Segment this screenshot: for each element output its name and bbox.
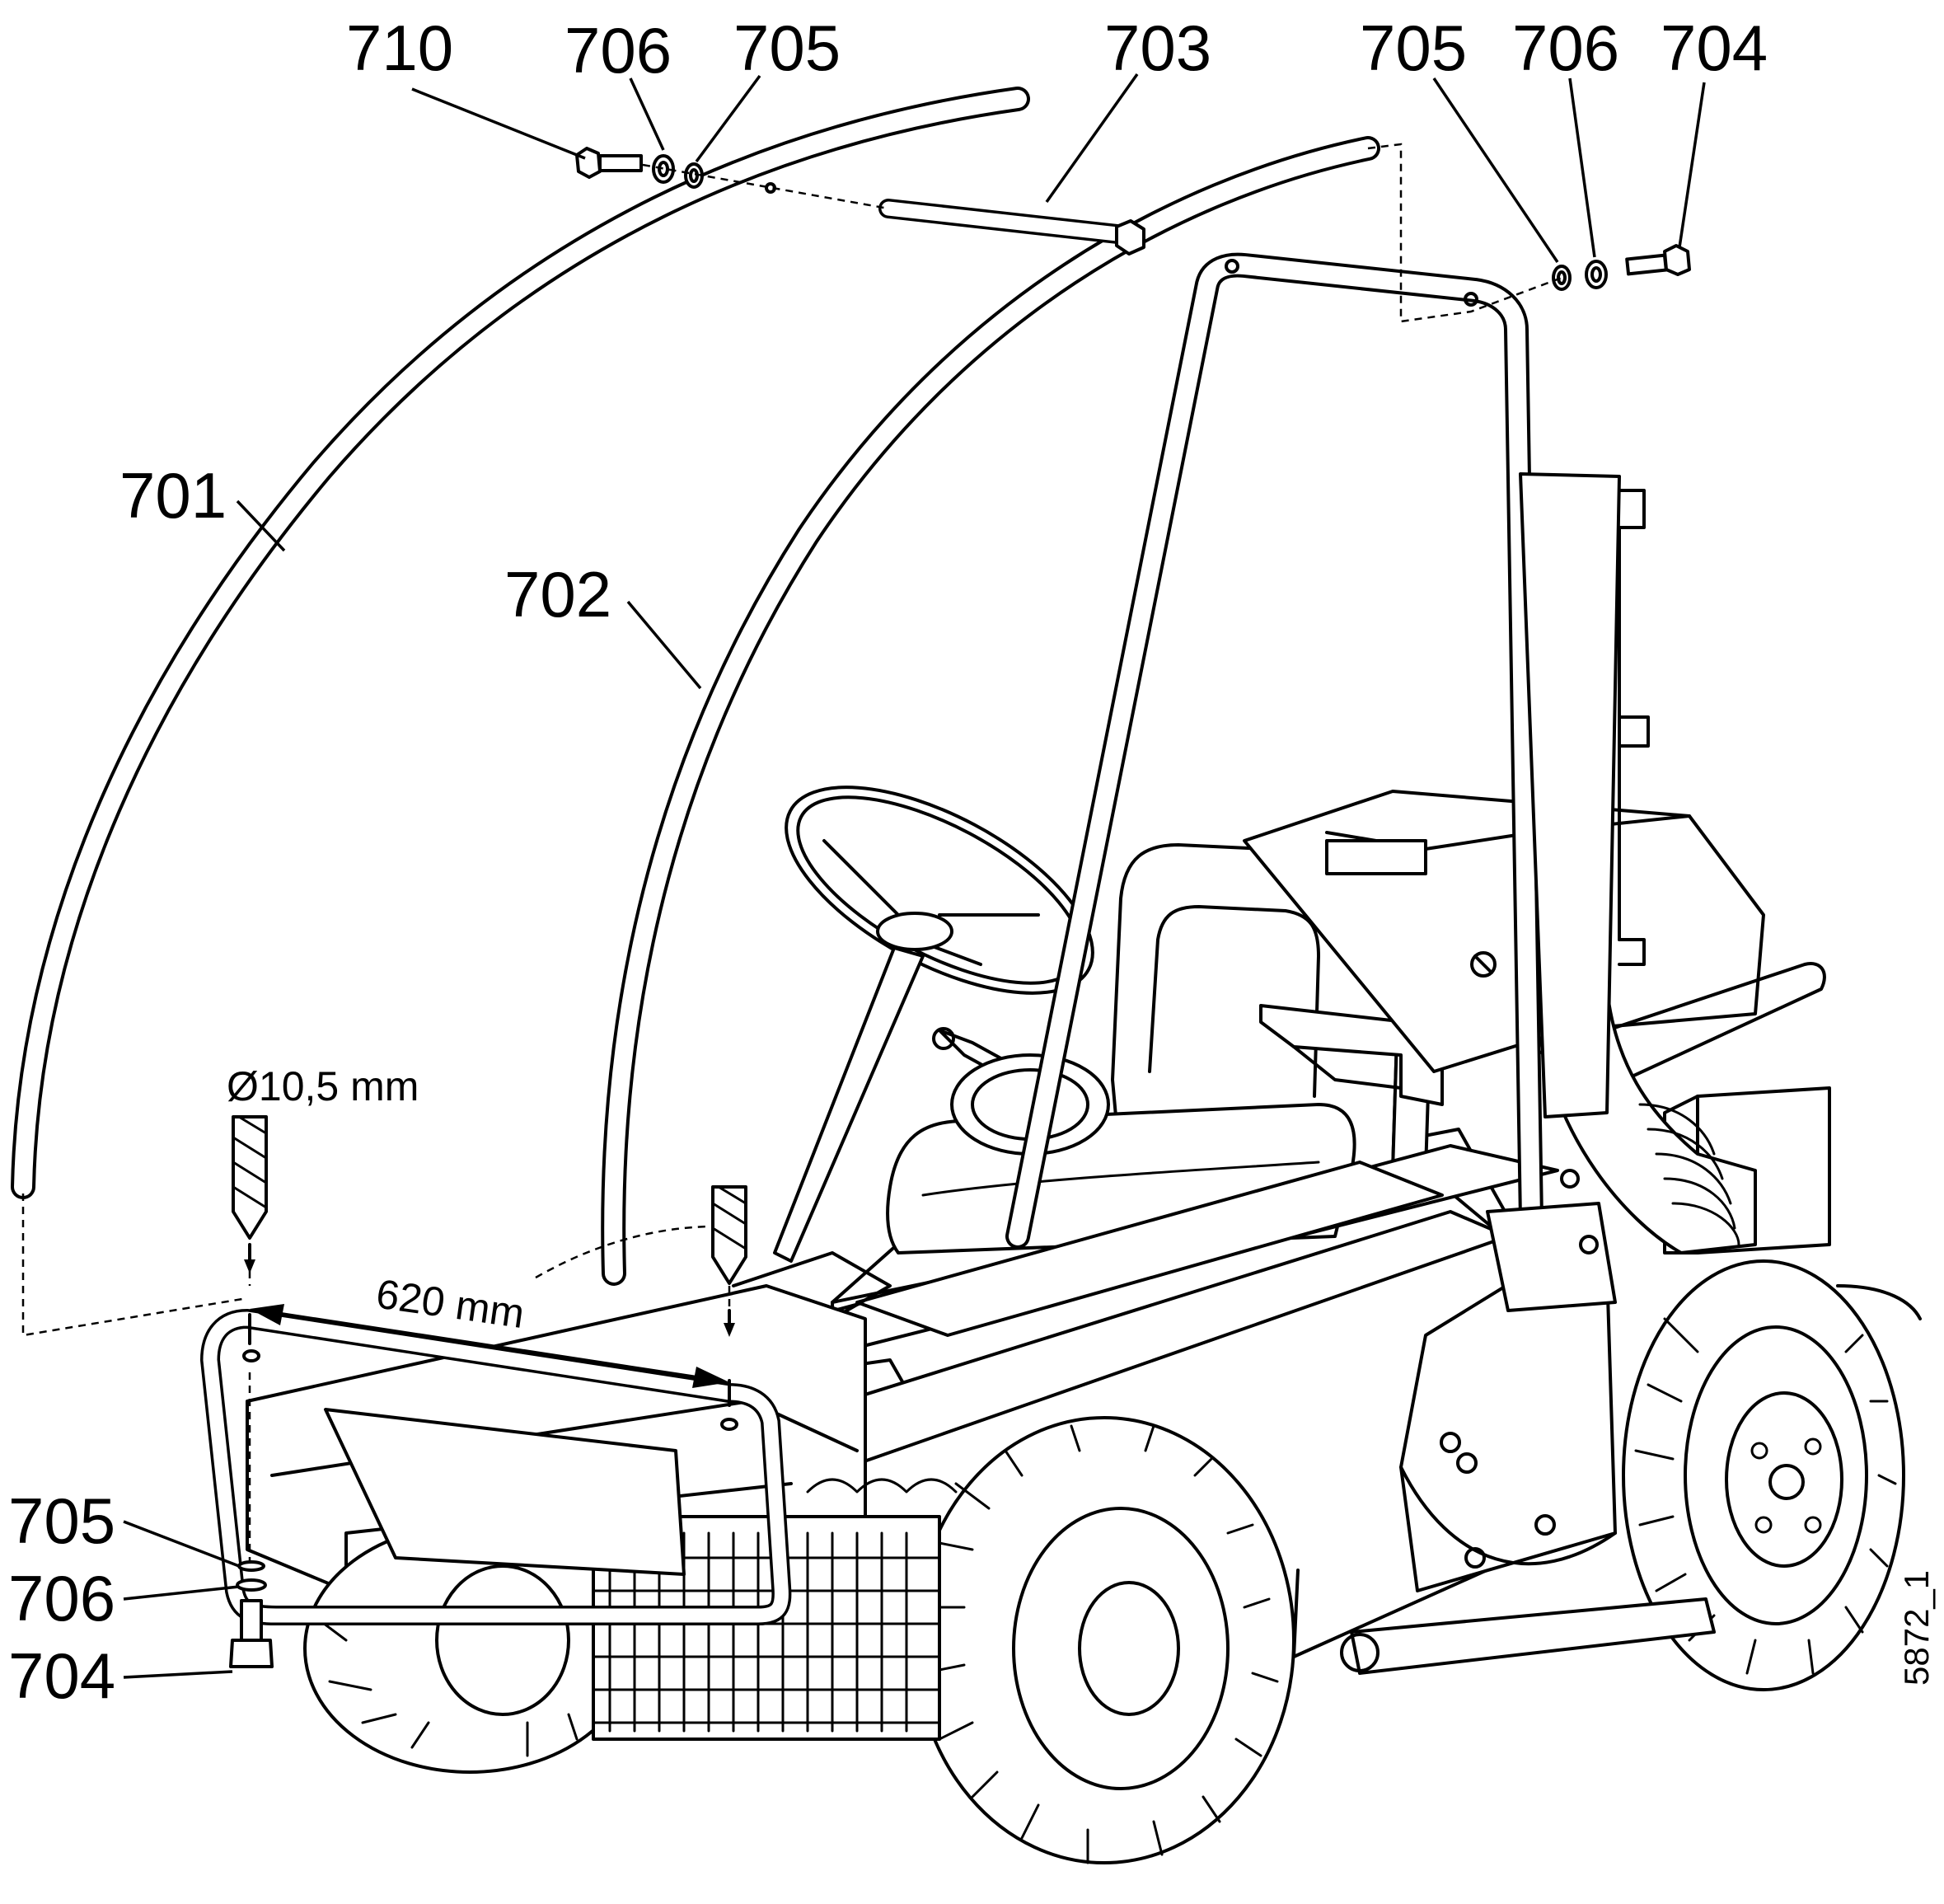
washer-706-top-right xyxy=(1585,260,1608,289)
washer-706-top-left xyxy=(652,154,675,184)
front-left-wheel xyxy=(303,1523,636,1774)
callout-706-top-left: 706 xyxy=(564,14,672,87)
bolt-704-bottom xyxy=(229,1599,274,1668)
bolt-704-top-right xyxy=(1625,244,1691,276)
drill-diameter-label: Ø10,5 mm xyxy=(227,1063,419,1109)
callout-710: 710 xyxy=(346,12,453,84)
callout-705-top-left: 705 xyxy=(733,12,841,84)
hole-spacing-label: 620 mm xyxy=(373,1270,527,1337)
drill-bit-right-icon xyxy=(711,1185,747,1285)
dimension-620mm xyxy=(248,1304,731,1407)
callout-704-bottom: 704 xyxy=(8,1639,115,1712)
callout-701: 701 xyxy=(119,459,227,532)
cross-tube-703 xyxy=(878,199,1145,256)
assembly-guide-lines xyxy=(21,143,1562,1562)
callout-705-top-right: 705 xyxy=(1360,12,1467,84)
callout-704-top-right: 704 xyxy=(1661,12,1768,84)
washer-705-top-right xyxy=(1552,265,1572,291)
callout-labels: 710 706 705 703 705 706 704 701 702 705 … xyxy=(8,12,1768,1712)
callout-703: 703 xyxy=(1104,12,1211,84)
callout-702: 702 xyxy=(504,558,611,631)
arch-tube-702 xyxy=(601,136,1380,1286)
bolt-710 xyxy=(575,147,643,179)
figure-code: 5872_1 xyxy=(1897,1570,1936,1686)
mower-machine xyxy=(200,252,1922,1864)
washer-705-bottom xyxy=(237,1560,265,1572)
front-right-wheel xyxy=(913,1416,1295,1864)
rear-right-wheel xyxy=(1622,1259,1922,1691)
washer-706-bottom xyxy=(236,1578,267,1592)
callout-705-bottom: 705 xyxy=(8,1484,115,1557)
washer-705-top-left xyxy=(684,162,704,189)
callout-706-top-right: 706 xyxy=(1512,12,1619,84)
rear-hoop xyxy=(1005,252,1650,1312)
callout-706-bottom: 706 xyxy=(8,1562,115,1634)
leader-lines xyxy=(123,73,1706,1679)
drill-bit-left-icon xyxy=(232,1115,268,1240)
